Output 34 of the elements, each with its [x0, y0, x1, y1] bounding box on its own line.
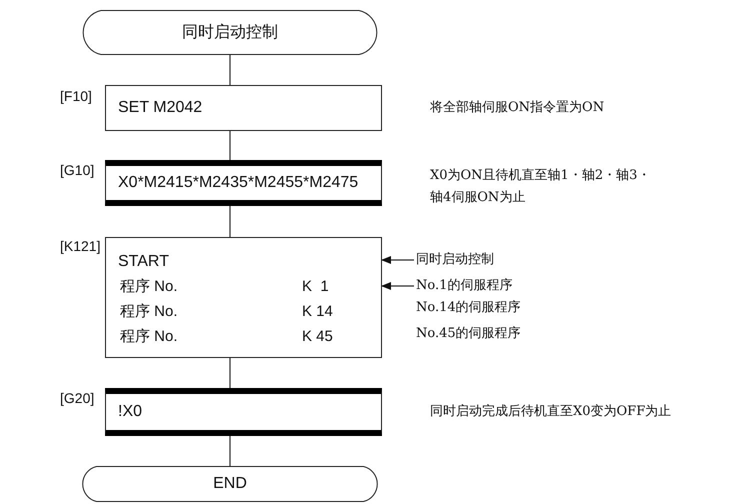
terminal-label: 同时启动控制	[181, 22, 279, 42]
comment-text: X0为ON且待机直至轴1・轴2・轴3・轴4伺服ON为止	[430, 167, 652, 207]
parameter-label: 程序 No.	[120, 277, 178, 297]
instruction-text: !X0	[118, 402, 142, 422]
step-number: [K121]	[60, 238, 100, 254]
connector-line	[229, 206, 231, 237]
connector-line	[229, 131, 231, 160]
comment-text: No.1的伺服程序	[416, 275, 512, 297]
program-box	[105, 237, 382, 358]
arrow	[381, 282, 414, 290]
parameter-value: K 14	[302, 302, 333, 322]
parameter-value: K 45	[302, 327, 333, 347]
wait-condition-box	[105, 160, 382, 206]
step-number: [F10]	[60, 88, 92, 104]
connector-line	[229, 55, 231, 85]
connector-line	[229, 358, 231, 388]
arrow	[381, 256, 414, 264]
comment-text: 同时启动完成后待机直至X0变为OFF为止	[430, 403, 672, 421]
parameter-label: 程序 No.	[120, 302, 178, 322]
comment-text: No.14的伺服程序	[416, 299, 522, 317]
parameter-value: K 1	[302, 277, 329, 297]
step-number: [G10]	[60, 162, 94, 178]
wait-condition-box	[105, 388, 382, 436]
step-number: [G20]	[60, 390, 94, 406]
terminal-label: END	[212, 474, 248, 494]
comment-text: 将全部轴伺服ON指令置为ON	[430, 99, 606, 117]
connector-line	[229, 436, 231, 466]
instruction-text: SET M2042	[118, 98, 202, 118]
process-box	[105, 85, 382, 131]
comment-text: 同时启动控制	[416, 249, 494, 271]
comment-text: No.45的伺服程序	[416, 325, 522, 343]
instruction-text: X0*M2415*M2435*M2455*M2475	[118, 173, 358, 193]
parameter-label: 程序 No.	[120, 327, 178, 347]
instruction-text: START	[118, 252, 169, 272]
